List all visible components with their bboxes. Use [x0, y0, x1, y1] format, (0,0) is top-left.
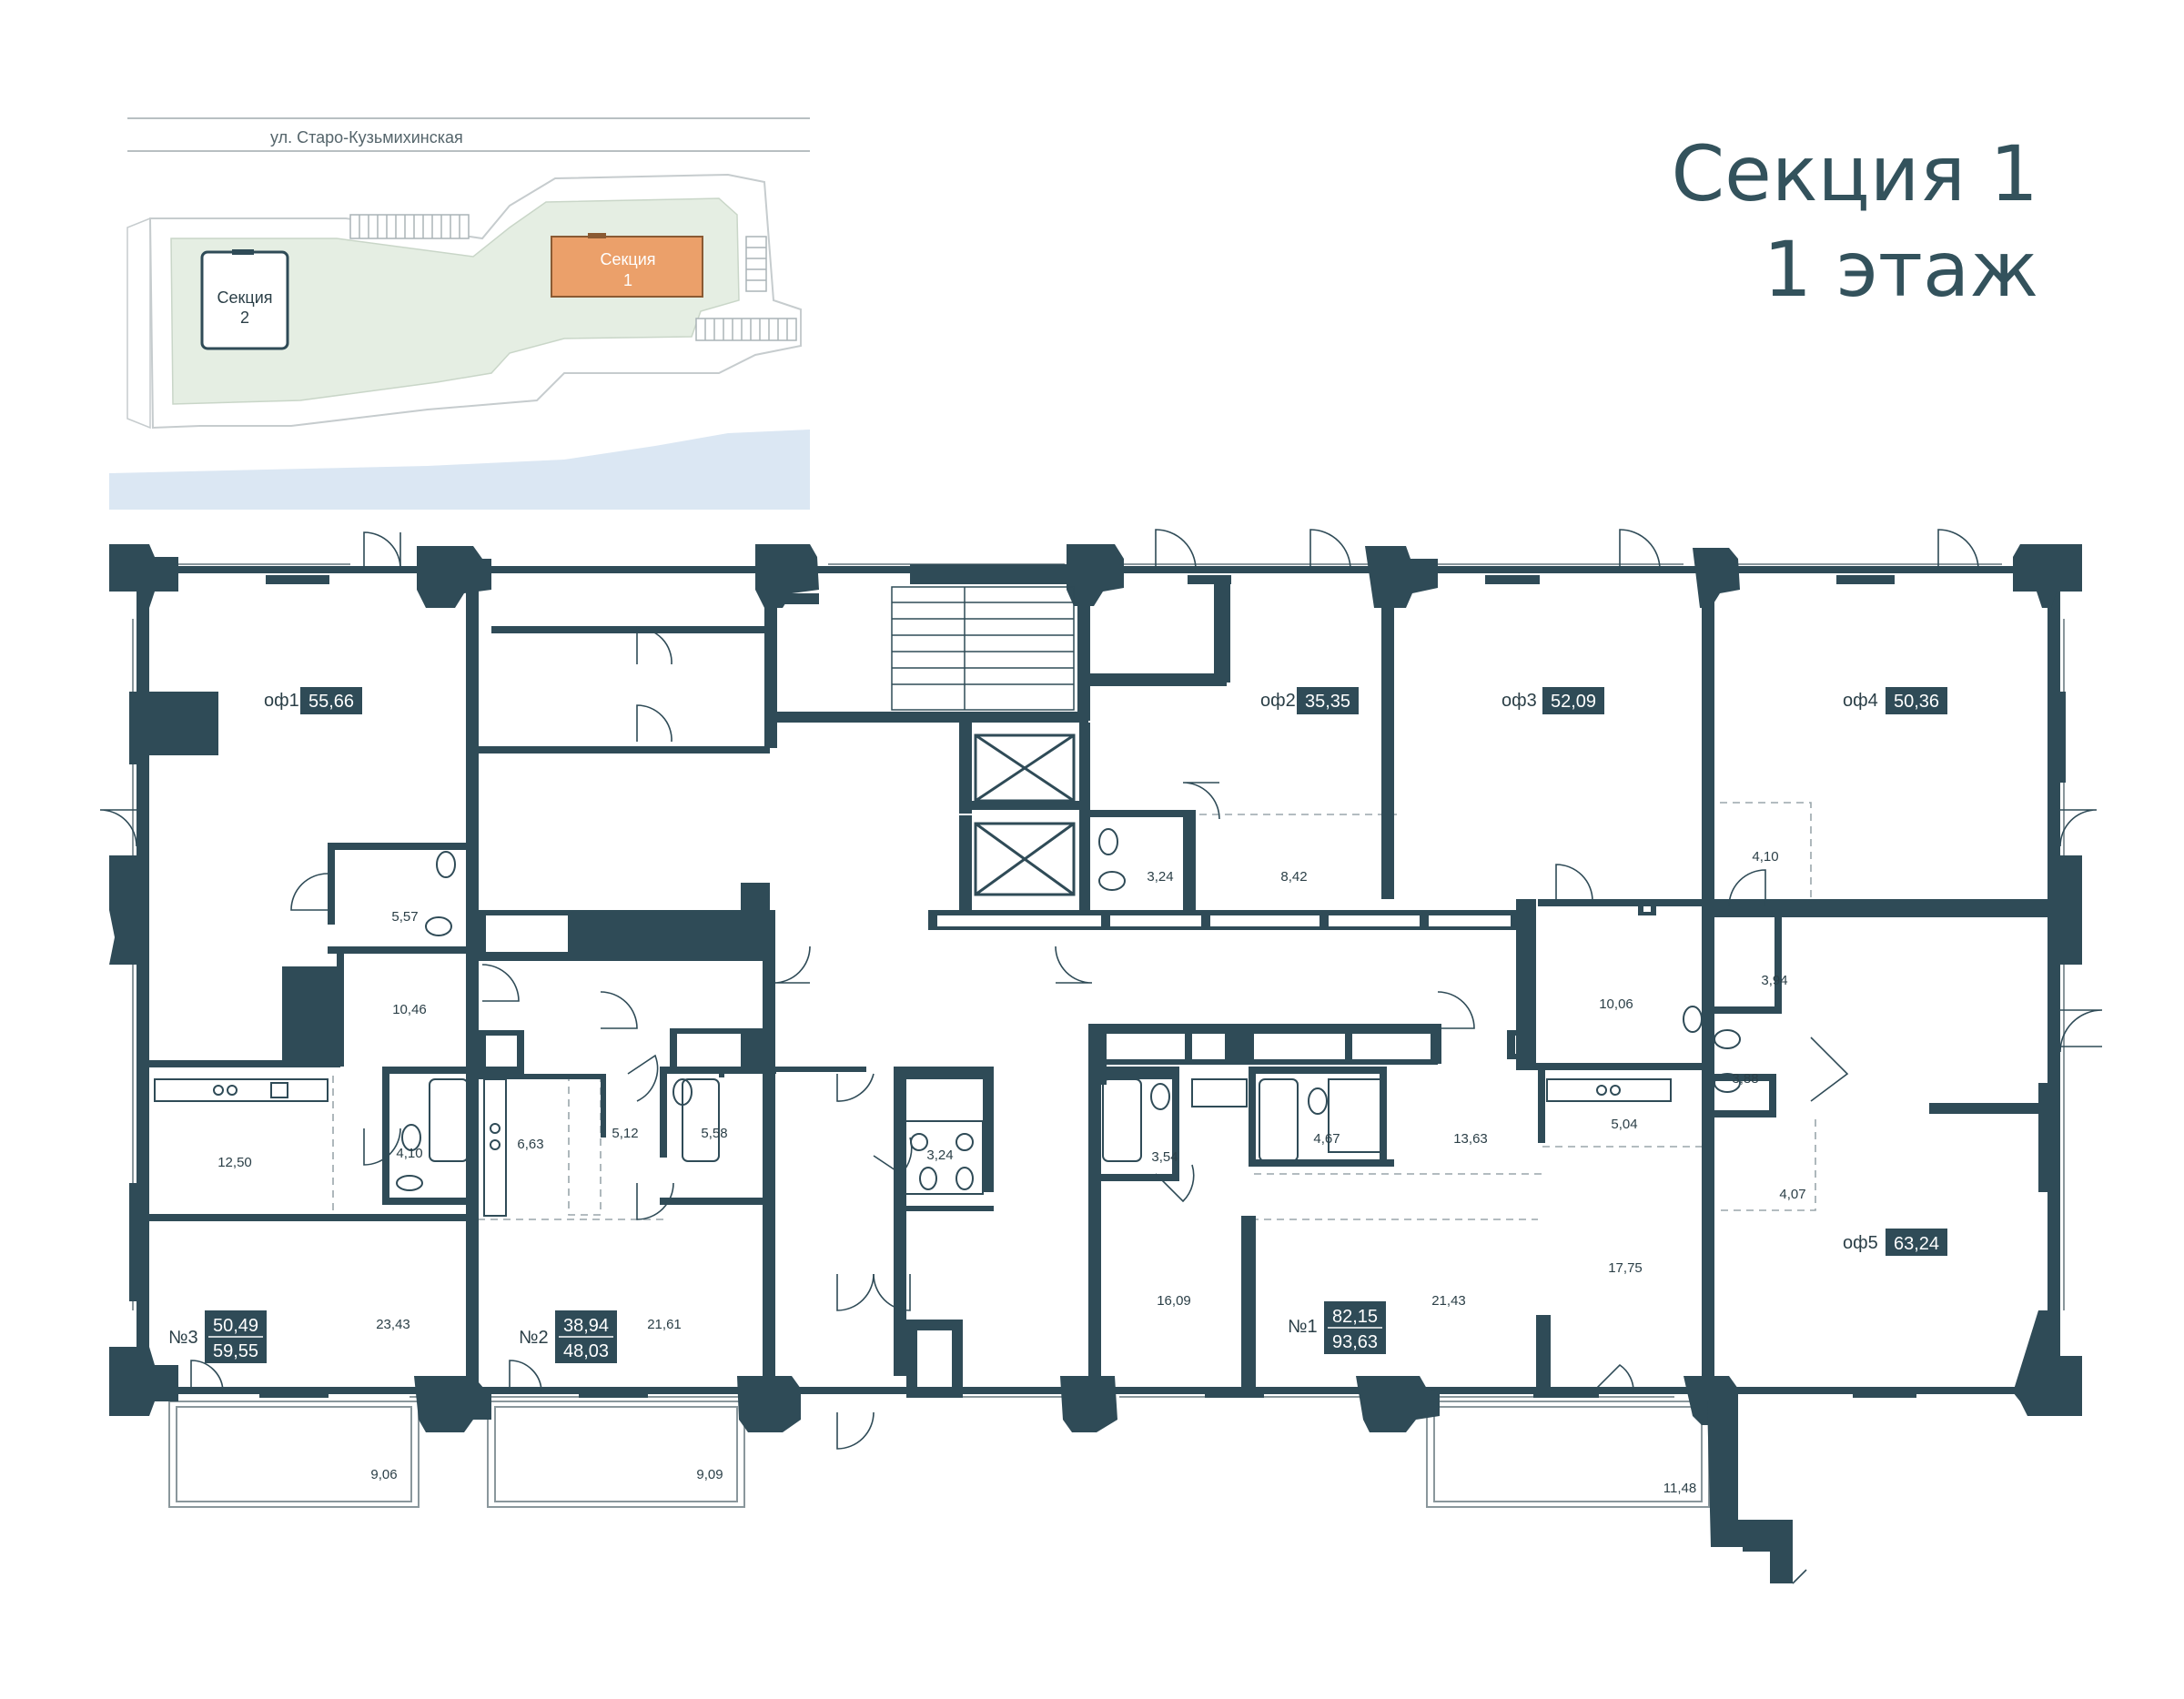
unit-label: №2 — [519, 1328, 549, 1348]
unit-of3[interactable]: оф3 52,09 — [1502, 687, 1604, 714]
site-section-2-number: 2 — [240, 308, 249, 327]
room-area: 8,42 — [1280, 869, 1307, 885]
room-area: 3,24 — [926, 1148, 953, 1163]
room-area: 4,67 — [1313, 1131, 1340, 1147]
unit-area-total: 48,03 — [563, 1341, 609, 1361]
unit-label: оф2 — [1260, 691, 1296, 711]
parking-stripes — [349, 214, 797, 341]
room-area: 23,43 — [376, 1317, 410, 1332]
site-section-2[interactable]: Секция 2 — [200, 249, 289, 350]
room-area: 9,06 — [370, 1467, 397, 1482]
unit-label: оф3 — [1502, 691, 1537, 711]
unit-apt1[interactable]: №1 82,15 93,63 — [1288, 1301, 1386, 1354]
room-area: 5,58 — [701, 1126, 727, 1141]
fixtures — [154, 828, 1741, 1217]
room-area: 10,06 — [1599, 996, 1633, 1012]
walls — [109, 544, 2082, 1583]
room-area: 10,46 — [392, 1002, 427, 1017]
zone-lines — [332, 802, 1816, 1220]
room-area: 3,94 — [1761, 973, 1787, 988]
unit-of2[interactable]: оф2 35,35 — [1260, 687, 1359, 714]
room-area: 3,88 — [1732, 1071, 1758, 1087]
room-area: 3,24 — [1147, 869, 1173, 885]
room-area: 12,50 — [217, 1155, 252, 1170]
site-section-1-number: 1 — [623, 271, 632, 289]
unit-of4[interactable]: оф4 50,36 — [1843, 687, 1947, 714]
doors — [99, 529, 2103, 1584]
page-title: Секция 1 1 этаж — [1671, 129, 2038, 314]
unit-area-badge: 55,66 — [308, 692, 354, 712]
room-area: 11,48 — [1663, 1481, 1696, 1496]
unit-label: оф5 — [1843, 1233, 1878, 1253]
site-section-1[interactable]: Секция 1 — [551, 233, 703, 298]
room-area: 13,63 — [1453, 1131, 1488, 1147]
water-area — [109, 430, 810, 510]
unit-area-badge: 35,35 — [1305, 692, 1350, 712]
unit-apt3[interactable]: №3 50,49 59,55 — [168, 1310, 267, 1363]
room-area: 6,63 — [517, 1137, 543, 1152]
unit-area-living: 50,49 — [213, 1316, 258, 1336]
room-area: 21,61 — [647, 1317, 682, 1332]
site-plan: ул. Старо-Кузьмихинская Секция — [109, 117, 810, 510]
unit-apt2[interactable]: №2 38,94 48,03 — [519, 1310, 617, 1363]
street-name: ул. Старо-Кузьмихинская — [270, 128, 463, 147]
unit-label: №3 — [168, 1328, 198, 1348]
room-areas: 5,57 10,46 12,50 4,10 6,63 5,12 5,58 23,… — [217, 849, 1805, 1496]
room-area: 5,57 — [391, 909, 418, 925]
room-area: 5,04 — [1611, 1117, 1637, 1132]
unit-label: оф1 — [264, 691, 299, 711]
elevators — [974, 733, 1076, 896]
title-floor: 1 этаж — [1764, 225, 2038, 314]
site-section-2-label: Секция — [217, 288, 273, 307]
unit-labels: оф1 55,66 оф2 35,35 оф3 52,09 оф4 50,36 … — [168, 687, 1947, 1363]
unit-of1[interactable]: оф1 55,66 — [264, 687, 362, 714]
unit-area-total: 93,63 — [1332, 1332, 1378, 1352]
unit-label: №1 — [1288, 1317, 1318, 1337]
unit-area-living: 38,94 — [563, 1316, 609, 1336]
unit-area-living: 82,15 — [1332, 1307, 1378, 1327]
unit-of5[interactable]: оф5 63,24 — [1843, 1229, 1947, 1256]
unit-area-badge: 63,24 — [1894, 1234, 1939, 1254]
unit-area-badge: 50,36 — [1894, 692, 1939, 712]
room-area: 21,43 — [1431, 1293, 1466, 1309]
room-area: 4,10 — [396, 1146, 422, 1161]
staircase — [891, 586, 1075, 711]
title-section: Секция 1 — [1671, 129, 2038, 218]
room-area: 9,09 — [696, 1467, 723, 1482]
room-area: 3,54 — [1151, 1149, 1178, 1165]
unit-area-badge: 52,09 — [1551, 692, 1596, 712]
room-area: 4,07 — [1779, 1187, 1805, 1202]
unit-label: оф4 — [1843, 691, 1878, 711]
room-area: 17,75 — [1608, 1260, 1643, 1276]
floor-plan: 5,57 10,46 12,50 4,10 6,63 5,12 5,58 23,… — [99, 529, 2103, 1584]
room-area: 16,09 — [1157, 1293, 1191, 1309]
site-section-1-label: Секция — [601, 250, 656, 268]
unit-area-total: 59,55 — [213, 1341, 258, 1361]
balconies — [168, 1401, 1710, 1508]
room-area: 4,10 — [1752, 849, 1778, 865]
room-area: 5,12 — [612, 1126, 638, 1141]
